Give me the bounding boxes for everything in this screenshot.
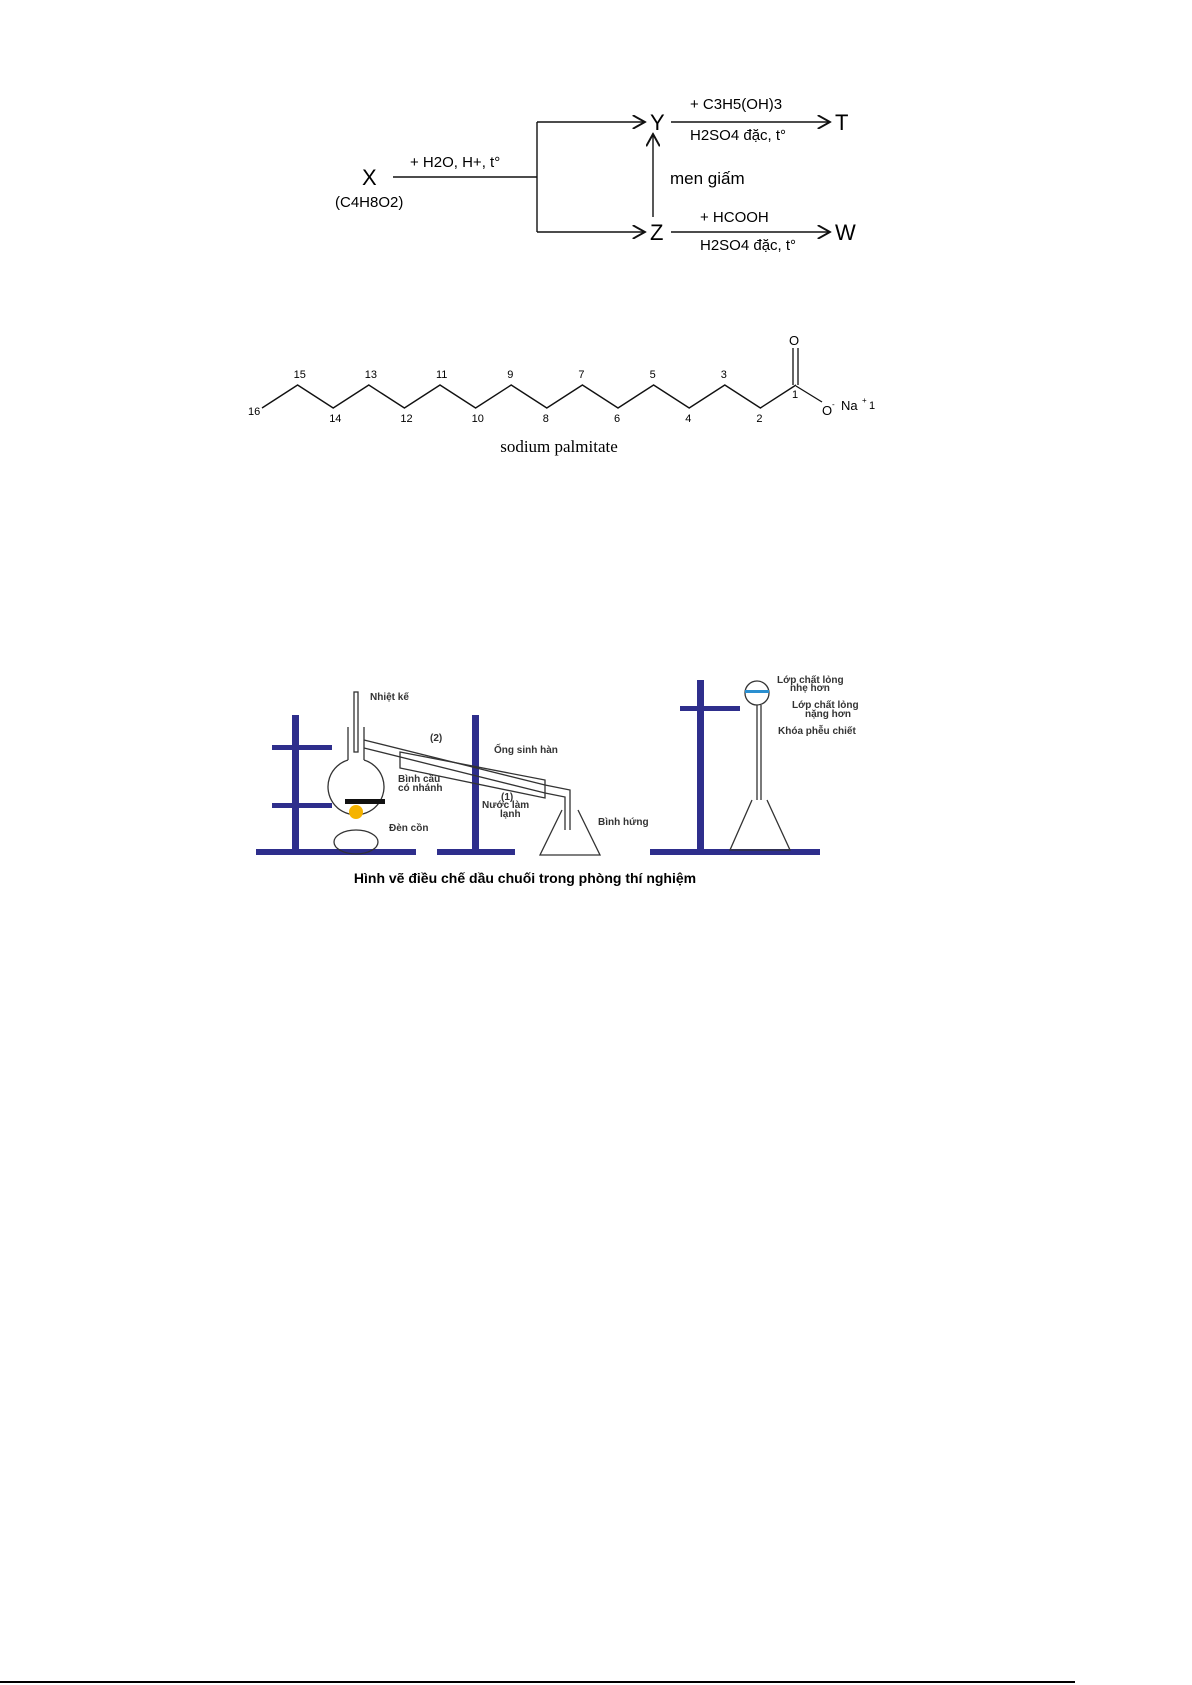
carbon-number: 5 — [650, 369, 656, 381]
palmitate-structure: 16 15 14 13 12 11 10 9 8 7 6 5 4 3 2 1 O O - Na + 1 sod… — [248, 333, 875, 456]
label-thermometer: Nhiệt kế — [370, 691, 409, 703]
carbon-number: 16 — [248, 406, 260, 418]
carbon-number: 15 — [294, 369, 306, 381]
carbon-number: 8 — [543, 413, 549, 425]
carbon-number: 4 — [685, 413, 691, 425]
carbon-number: 3 — [721, 369, 727, 381]
label-receiver: Bình hứng — [598, 817, 649, 828]
stands — [256, 680, 820, 855]
carbon-number: 7 — [578, 369, 584, 381]
label-water-2: lạnh — [500, 809, 521, 820]
y-condition: H2SO4 đặc, t° — [690, 127, 786, 144]
carbon-number: 14 — [329, 413, 341, 425]
carbon-number: 12 — [400, 413, 412, 425]
carbon-number: 13 — [365, 369, 377, 381]
carbon-number: 2 — [756, 413, 762, 425]
compound-z: Z — [650, 220, 663, 245]
carbon-number: 10 — [472, 413, 484, 425]
light-liquid-layer — [745, 690, 769, 693]
c-o-bond — [795, 385, 823, 403]
label-flask-2: có nhánh — [398, 783, 442, 794]
sodium: Na — [841, 398, 858, 413]
footer-rule — [0, 1681, 1075, 1683]
label-heavy-1: Lớp chất lỏng — [792, 699, 859, 711]
carbonyl-oxygen: O — [789, 333, 799, 348]
compound-w: W — [835, 220, 856, 245]
label-water-1: Nước làm — [482, 800, 529, 811]
label-heavy-2: nặng hơn — [805, 709, 851, 720]
oxide-oxygen: O — [822, 403, 832, 418]
label-port-2: (2) — [430, 733, 442, 744]
z-reagent: + HCOOH — [700, 209, 769, 226]
label-light-2: nhẹ hơn — [790, 683, 830, 694]
figure-caption: Hình vẽ điều chế dầu chuối trong phòng t… — [354, 870, 696, 886]
compound-x-formula: (C4H8O2) — [335, 194, 403, 211]
label-flask-1: Bình cầu — [398, 773, 440, 785]
carbon-number: 9 — [507, 369, 513, 381]
positive-charge: + — [862, 396, 867, 405]
label-lamp: Đèn cồn — [389, 822, 428, 834]
z-to-y-condition: men giấm — [670, 169, 745, 188]
compound-t: T — [835, 110, 848, 135]
z-condition: H2SO4 đặc, t° — [700, 237, 796, 254]
carbon-number: 6 — [614, 413, 620, 425]
label-light-1: Lớp chất lỏng — [777, 674, 844, 686]
label-condenser: Ống sinh hàn — [494, 742, 558, 756]
hydrolysis-condition: + H2O, H+, t° — [410, 154, 500, 171]
label-stopcock: Khóa phễu chiết — [778, 724, 856, 737]
heating-plate — [345, 799, 385, 804]
reaction-scheme: X (C4H8O2) + H2O, H+, t° Y Z + C3H5(OH)3… — [335, 96, 856, 254]
charge-label: 1 — [869, 400, 875, 412]
negative-charge: - — [832, 400, 835, 409]
carbon-number: 1 — [792, 389, 798, 401]
compound-x: X — [362, 165, 377, 190]
compound-y: Y — [650, 110, 665, 135]
flame — [349, 805, 363, 819]
compound-name: sodium palmitate — [500, 437, 618, 456]
lab-apparatus: Nhiệt kế (2) Ống sinh hàn Bình cầu có nh… — [256, 674, 859, 886]
carbon-number: 11 — [436, 369, 447, 381]
carbon-chain — [261, 384, 797, 409]
label-port-1: (1) — [501, 792, 513, 803]
y-reagent: + C3H5(OH)3 — [690, 96, 782, 113]
